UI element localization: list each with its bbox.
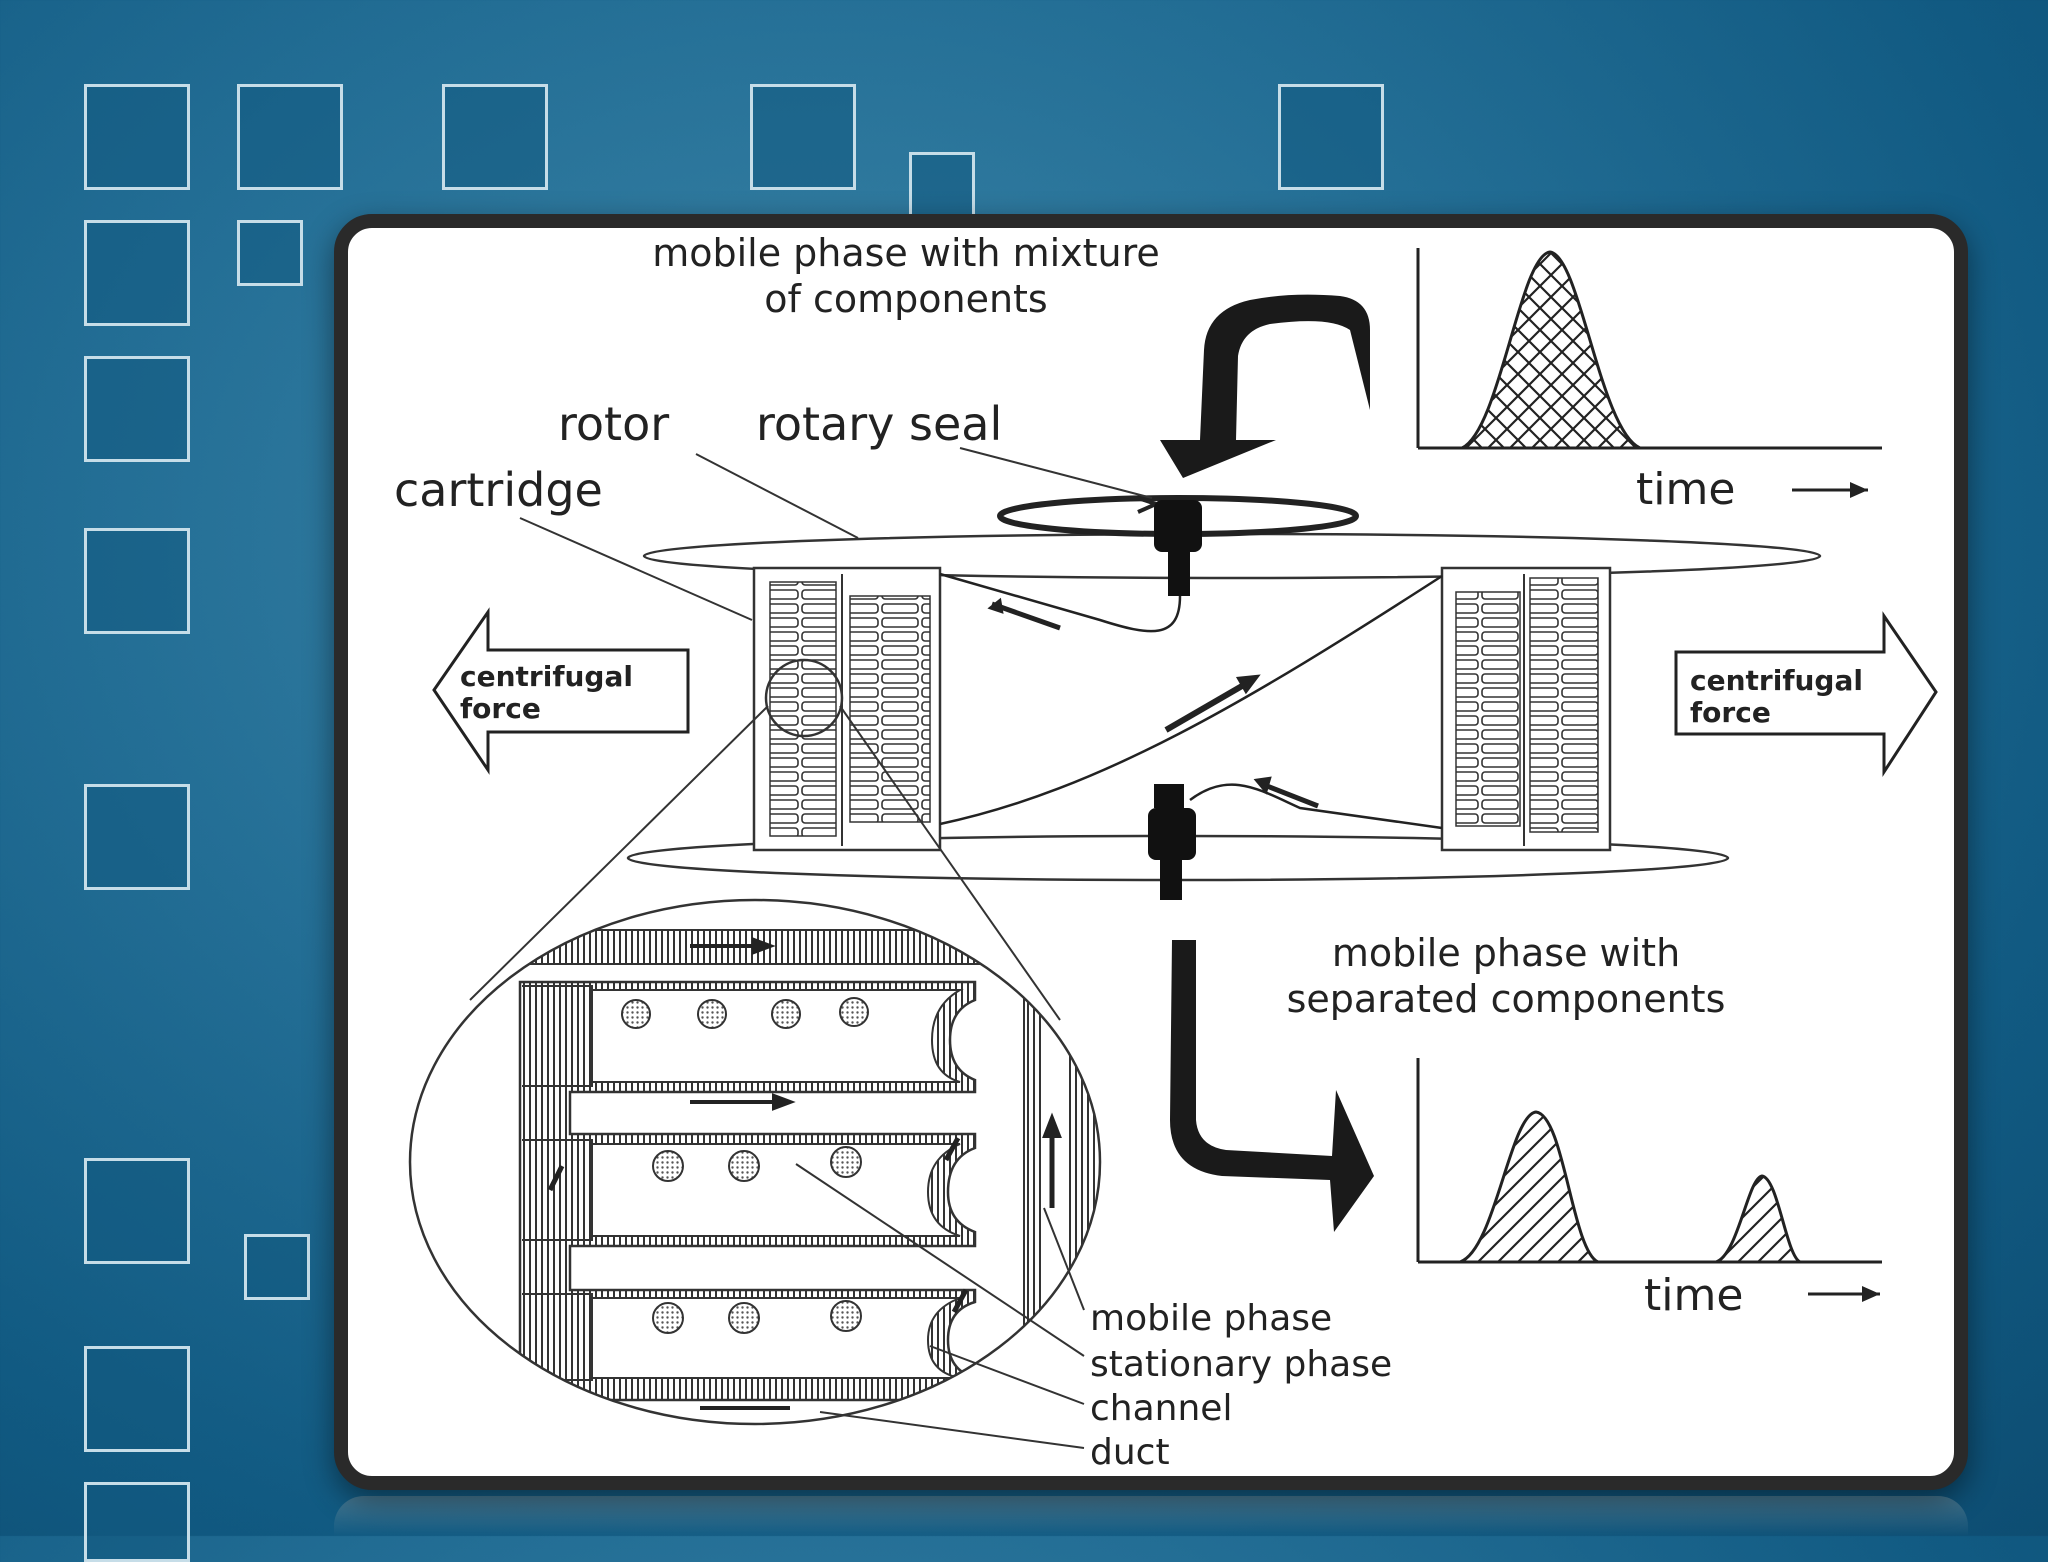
legend-channel: channel <box>1090 1388 1232 1429</box>
rotor-label: rotor <box>558 397 669 451</box>
deco-square <box>84 784 190 890</box>
slide-reflection <box>334 1496 1968 1536</box>
cartridge-left <box>752 566 942 852</box>
deco-square <box>237 84 343 190</box>
deco-square <box>84 356 190 462</box>
outlet-arrow <box>1170 940 1374 1232</box>
cartridge-label: cartridge <box>394 463 603 517</box>
rotary-seal-top <box>1154 500 1202 552</box>
flow-tubing <box>939 572 1443 830</box>
magnified-region <box>764 658 844 738</box>
peak-component-2 <box>1715 1174 1802 1264</box>
outlet-label-line1: mobile phase with <box>1332 931 1680 975</box>
cartridge-right <box>1440 566 1612 852</box>
deco-square <box>1278 84 1384 190</box>
deco-square <box>442 84 548 190</box>
legend-stationary-phase: stationary phase <box>1090 1344 1392 1385</box>
chromatogram-bottom: time <box>1416 1058 1882 1321</box>
inlet-arrow <box>1160 294 1370 478</box>
peak-component-1 <box>1459 1110 1599 1264</box>
chromatogram-top: time <box>1416 248 1882 515</box>
ccc-diagram: time time <box>394 231 1938 1473</box>
legend-mobile-phase: mobile phase <box>1090 1298 1332 1339</box>
deco-square <box>909 152 975 218</box>
deco-square <box>84 1158 190 1264</box>
centrifugal-label-right-1: centrifugal <box>1690 664 1863 697</box>
deco-square <box>84 528 190 634</box>
magnified-lens <box>408 898 1102 1426</box>
time-axis-label-bottom: time <box>1644 1270 1743 1321</box>
centrifugal-arrow-left <box>432 607 690 775</box>
inlet-label-line2: of components <box>764 277 1047 321</box>
peak-mixture <box>1461 250 1641 450</box>
rotary-seal-label: rotary seal <box>756 397 1002 451</box>
centrifugal-label-right-2: force <box>1690 696 1771 729</box>
legend-duct: duct <box>1090 1432 1170 1473</box>
diagram-frame: time time <box>334 214 1968 1490</box>
leader-lines <box>519 447 1153 1449</box>
deco-square <box>84 220 190 326</box>
centrifugal-arrow-right <box>1674 611 1938 778</box>
centrifugal-label-left-1: centrifugal <box>460 660 633 693</box>
deco-square <box>84 1346 190 1452</box>
rotary-seal-bottom <box>1148 808 1196 860</box>
deco-square <box>244 1234 310 1300</box>
inlet-label-line1: mobile phase with mixture <box>652 231 1160 275</box>
centrifugal-label-left-2: force <box>460 692 541 725</box>
deco-square <box>84 84 190 190</box>
time-axis-label-top: time <box>1636 464 1735 515</box>
deco-square <box>750 84 856 190</box>
deco-square <box>237 220 303 286</box>
outlet-label-line2: separated components <box>1287 977 1726 1021</box>
deco-square <box>84 1482 190 1562</box>
